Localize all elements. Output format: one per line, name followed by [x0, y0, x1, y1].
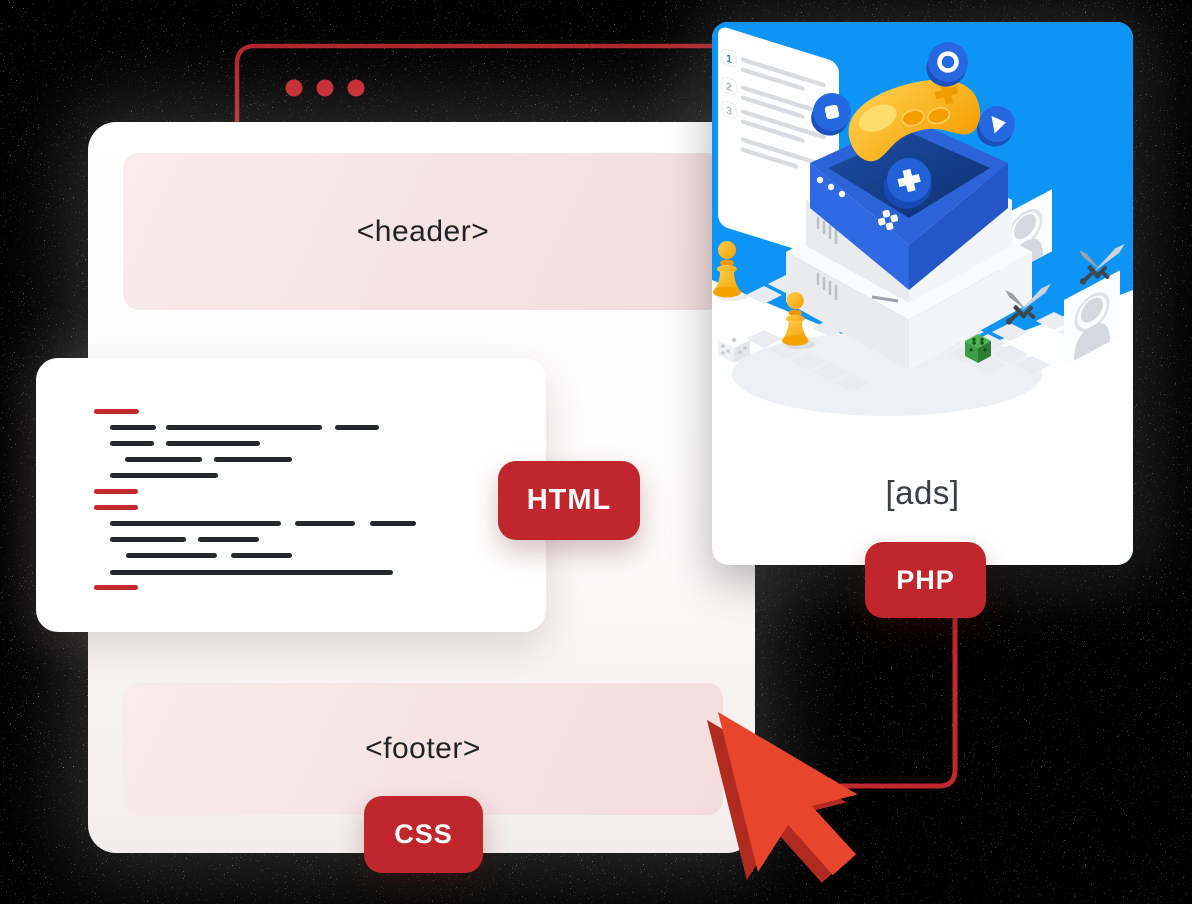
- code-line: [166, 441, 260, 446]
- ads-label: [ads]: [885, 474, 960, 511]
- code-line: [110, 521, 281, 526]
- circle-token-icon: [926, 42, 968, 87]
- footer-label: <footer>: [365, 732, 481, 765]
- panel-lines: [740, 57, 826, 169]
- php-badge[interactable]: PHP: [865, 542, 986, 618]
- code-line: [94, 489, 138, 494]
- avatar-body: [1074, 323, 1110, 361]
- html-badge-label: HTML: [526, 484, 612, 516]
- code-line: [295, 521, 355, 526]
- avatar-head: [1014, 214, 1036, 240]
- header-block: <header>: [123, 153, 723, 310]
- list-number-3: 3: [726, 105, 732, 119]
- code-line: [110, 570, 393, 575]
- gamepad-button: [926, 107, 951, 125]
- footer-block: <footer>: [123, 683, 723, 815]
- css-badge[interactable]: CSS: [364, 796, 483, 873]
- code-line: [198, 537, 259, 542]
- html-badge[interactable]: HTML: [498, 461, 640, 540]
- cursor-icon: [706, 712, 858, 883]
- dice-icon: [718, 332, 750, 363]
- sword-icon: [1079, 243, 1125, 285]
- code-line: [231, 553, 292, 558]
- code-line: [126, 553, 217, 558]
- number-badge: 2: [721, 76, 737, 96]
- code-line: [166, 425, 322, 430]
- gamepad-icon: [848, 79, 981, 162]
- header-label: <header>: [356, 214, 490, 248]
- plus-token-icon: [883, 158, 932, 209]
- avatar-card: [1064, 270, 1120, 366]
- pawn-icon: [781, 292, 816, 350]
- square-token-icon: [811, 93, 851, 136]
- code-line: [94, 505, 138, 510]
- code-line: [110, 441, 154, 446]
- server-ticks: [816, 272, 838, 301]
- code-line: [214, 457, 292, 462]
- game-hosting-illustration: 1 2 3: [712, 22, 1133, 565]
- number-badge: 3: [721, 100, 737, 120]
- code-line: [370, 521, 416, 526]
- code-line: [110, 425, 156, 430]
- green-die-icon: [965, 334, 991, 363]
- triangle-token-icon: [976, 106, 1015, 147]
- css-badge-label: CSS: [394, 819, 453, 849]
- code-line: [335, 425, 379, 430]
- number-badge: 1: [721, 48, 737, 68]
- avatar-head: [1081, 297, 1103, 323]
- ads-card: 1 2 3: [712, 22, 1133, 565]
- server-slot: [871, 295, 899, 303]
- gamepad-highlight: [858, 104, 897, 132]
- dpad-icon: [934, 80, 959, 105]
- cursor-face: [718, 712, 858, 875]
- code-line: [110, 537, 186, 542]
- clover-icon: [877, 209, 899, 231]
- server-ticks: [816, 216, 838, 245]
- code-line: [94, 585, 138, 590]
- pawn-icon: [713, 241, 748, 301]
- code-line: [94, 409, 139, 414]
- code-line: [110, 473, 218, 478]
- gamepad-button: [901, 109, 925, 127]
- php-badge-label: PHP: [896, 564, 955, 595]
- list-number-1: 1: [726, 53, 732, 67]
- code-line: [125, 457, 202, 462]
- box-dots: [816, 176, 846, 198]
- list-number-2: 2: [726, 81, 732, 95]
- code-card: [36, 358, 546, 632]
- sword-icon: [1005, 283, 1051, 325]
